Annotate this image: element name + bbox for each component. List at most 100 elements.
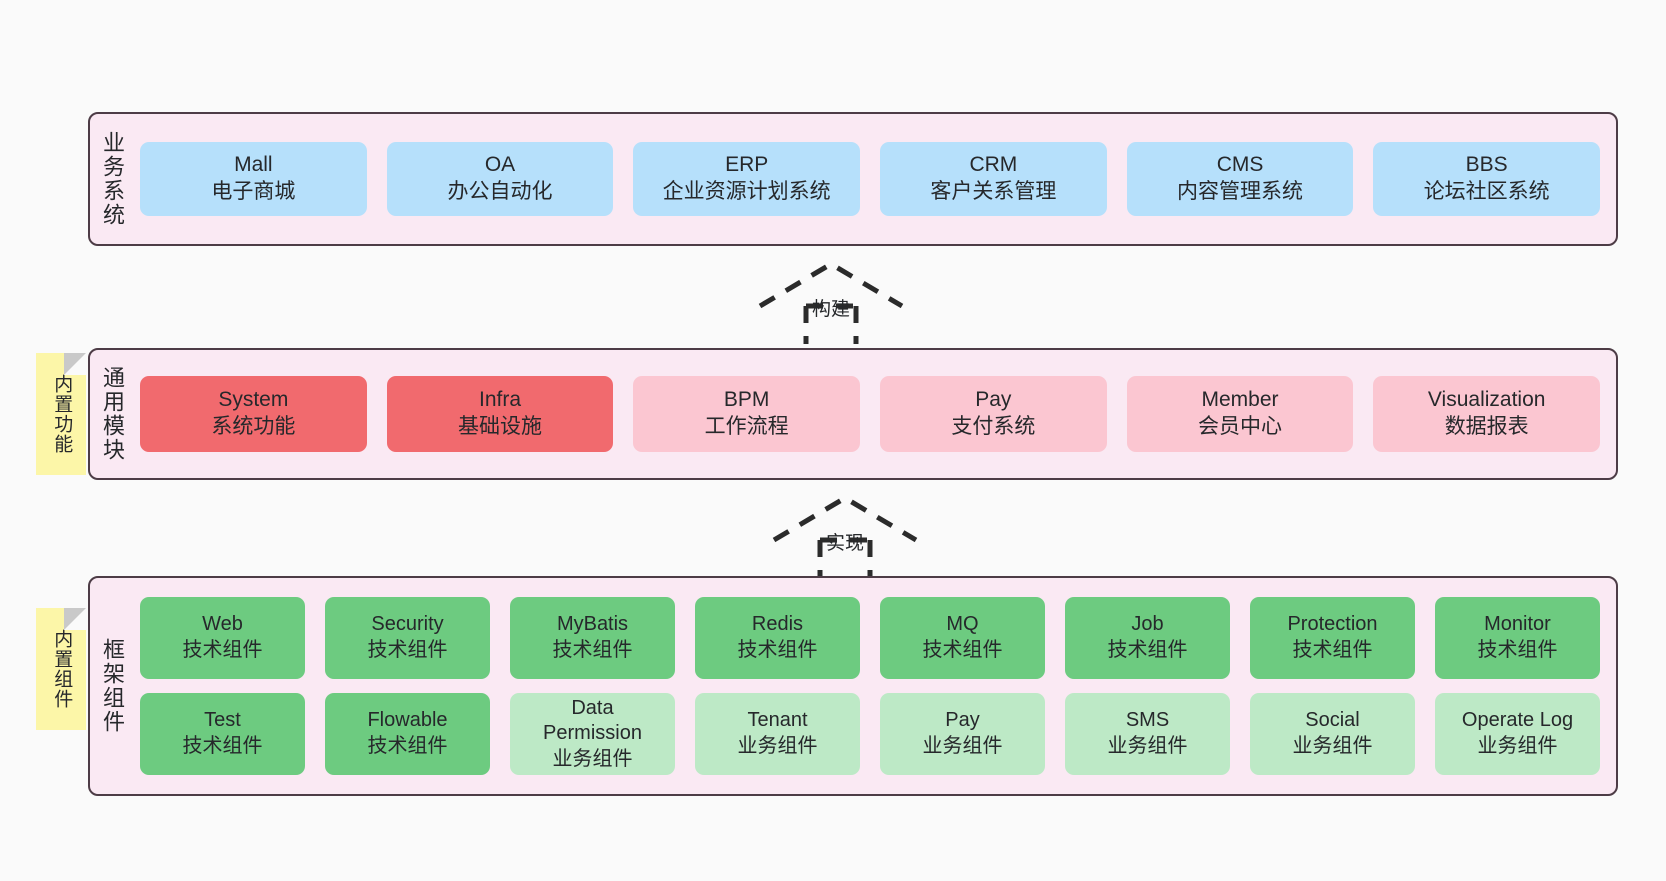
card-title-en: Infra: [478, 388, 522, 412]
card-cms[interactable]: CMS 内容管理系统: [1126, 142, 1354, 216]
sticky-note-label: 内置组件: [51, 629, 73, 709]
card-title-en: Pay: [945, 709, 980, 732]
card-title-en: MyBatis: [556, 613, 629, 636]
card-title-cn: 技术组件: [367, 639, 448, 661]
card-title-cn: 技术组件: [1292, 639, 1373, 661]
card-data-permission[interactable]: Data Permission 业务组件: [510, 693, 675, 775]
card-row: Mall 电子商城 OA 办公自动化 ERP 企业资源计划系统 CRM 客户关系…: [140, 142, 1601, 216]
card-tenant[interactable]: Tenant 业务组件: [695, 693, 860, 775]
card-title-cn: 企业资源计划系统: [662, 180, 831, 203]
card-crm[interactable]: CRM 客户关系管理: [880, 142, 1107, 216]
card-title-en: BPM: [723, 388, 770, 412]
card-mybatis[interactable]: MyBatis 技术组件: [510, 597, 675, 679]
card-title-cn: 内容管理系统: [1177, 180, 1304, 203]
card-title-en: Test: [204, 709, 241, 732]
card-infra[interactable]: Infra 基础设施: [386, 376, 614, 452]
layer-title-framework: 框架组件: [99, 638, 125, 734]
card-title-cn: 基础设施: [458, 415, 542, 438]
sticky-note-builtin-components: 内置组件: [36, 608, 86, 730]
layer-title-common: 通用模块: [99, 366, 125, 462]
card-bpm[interactable]: BPM 工作流程: [633, 376, 861, 452]
card-title-cn: 技术组件: [922, 639, 1003, 661]
card-mall[interactable]: Mall 电子商城: [140, 142, 367, 216]
card-system[interactable]: System 系统功能: [140, 376, 367, 452]
card-title-en: Flowable: [367, 709, 448, 732]
card-title-en: Protection: [1287, 613, 1378, 636]
layer-body-common: System 系统功能 Infra 基础设施 BPM 工作流程 Pay 支付系统…: [134, 350, 1616, 478]
card-title-en: CRM: [969, 153, 1018, 177]
card-mq[interactable]: MQ 技术组件: [880, 597, 1045, 679]
card-title-cn: 业务组件: [1292, 735, 1373, 757]
card-title-en: ERP: [725, 153, 769, 177]
arrow-stem-dashed: [817, 537, 873, 578]
card-title-en: Data Permission: [543, 696, 642, 745]
card-sms[interactable]: SMS 业务组件: [1065, 693, 1230, 775]
card-title-cn: 技术组件: [182, 639, 263, 661]
layer-body-framework: Web 技术组件 Security 技术组件 MyBatis 技术组件 Redi…: [134, 578, 1616, 794]
layer-common-modules: 通用模块 System 系统功能 Infra 基础设施 BPM 工作流程 Pay…: [88, 348, 1618, 480]
card-visualization[interactable]: Visualization 数据报表: [1373, 376, 1601, 452]
card-oa[interactable]: OA 办公自动化: [386, 142, 614, 216]
card-title-cn: 系统功能: [211, 415, 296, 438]
card-title-en: BBS: [1465, 153, 1508, 177]
card-title-en: Monitor: [1484, 613, 1551, 636]
card-title-en: SMS: [1125, 709, 1170, 732]
layer-title-business: 业务系统: [99, 131, 125, 227]
connector-label-build: 构建: [812, 299, 851, 320]
card-title-en: Social: [1305, 709, 1360, 732]
card-title-cn: 数据报表: [1444, 415, 1529, 438]
card-operate-log[interactable]: Operate Log 业务组件: [1435, 693, 1600, 775]
card-security[interactable]: Security 技术组件: [325, 597, 490, 679]
card-title-cn: 技术组件: [182, 735, 263, 757]
card-title-cn: 客户关系管理: [930, 180, 1057, 203]
card-flowable[interactable]: Flowable 技术组件: [325, 693, 490, 775]
card-title-en: Security: [371, 613, 444, 636]
card-protection[interactable]: Protection 技术组件: [1250, 597, 1415, 679]
card-title-en: Pay: [975, 388, 1012, 412]
sticky-note-builtin-functions: 内置功能: [36, 353, 86, 475]
card-title-en: OA: [484, 153, 516, 177]
card-bbs[interactable]: BBS 论坛社区系统: [1373, 142, 1601, 216]
card-erp[interactable]: ERP 企业资源计划系统: [633, 142, 861, 216]
connector-build: 构建: [756, 258, 906, 346]
card-title-cn: 论坛社区系统: [1423, 180, 1550, 203]
card-title-en: Member: [1201, 388, 1279, 412]
card-title-cn: 业务组件: [922, 735, 1003, 757]
card-pay[interactable]: Pay 支付系统: [880, 376, 1107, 452]
card-title-cn: 工作流程: [704, 415, 789, 438]
card-title-cn: 技术组件: [367, 735, 448, 757]
card-monitor[interactable]: Monitor 技术组件: [1435, 597, 1600, 679]
card-title-cn: 办公自动化: [447, 180, 553, 203]
card-title-cn: 技术组件: [1477, 639, 1558, 661]
layer-business-systems: 业务系统 Mall 电子商城 OA 办公自动化 ERP 企业资源计划系统 CRM…: [88, 112, 1618, 246]
card-title-en: Operate Log: [1461, 709, 1574, 732]
card-row: Test 技术组件 Flowable 技术组件 Data Permission …: [140, 693, 1600, 775]
card-title-en: Web: [202, 613, 243, 636]
card-title-cn: 电子商城: [211, 180, 296, 203]
card-social[interactable]: Social 业务组件: [1250, 693, 1415, 775]
card-web[interactable]: Web 技术组件: [140, 597, 305, 679]
card-row: System 系统功能 Infra 基础设施 BPM 工作流程 Pay 支付系统…: [140, 376, 1601, 452]
card-row: Web 技术组件 Security 技术组件 MyBatis 技术组件 Redi…: [140, 597, 1600, 679]
card-title-cn: 业务组件: [552, 747, 633, 770]
card-title-cn: 技术组件: [737, 639, 818, 661]
card-member[interactable]: Member 会员中心: [1126, 376, 1354, 452]
layer-framework-components: 框架组件 Web 技术组件 Security 技术组件 MyBatis 技术组件…: [88, 576, 1618, 796]
card-redis[interactable]: Redis 技术组件: [695, 597, 860, 679]
sticky-note-label: 内置功能: [51, 374, 73, 454]
card-title-cn: 业务组件: [1477, 735, 1558, 757]
connector-label-implement: 实现: [826, 533, 865, 554]
card-job[interactable]: Job 技术组件: [1065, 597, 1230, 679]
card-title-cn: 会员中心: [1198, 415, 1283, 438]
card-title-en: Mall: [234, 153, 273, 177]
card-title-cn: 业务组件: [737, 735, 818, 757]
card-title-cn: 业务组件: [1107, 735, 1188, 757]
card-title-en: MQ: [946, 613, 979, 636]
connector-implement: 实现: [770, 492, 920, 580]
card-title-cn: 支付系统: [951, 415, 1036, 438]
card-pay-business[interactable]: Pay 业务组件: [880, 693, 1045, 775]
card-title-cn: 技术组件: [552, 639, 633, 661]
card-test[interactable]: Test 技术组件: [140, 693, 305, 775]
arrow-stem-dashed: [803, 303, 859, 344]
